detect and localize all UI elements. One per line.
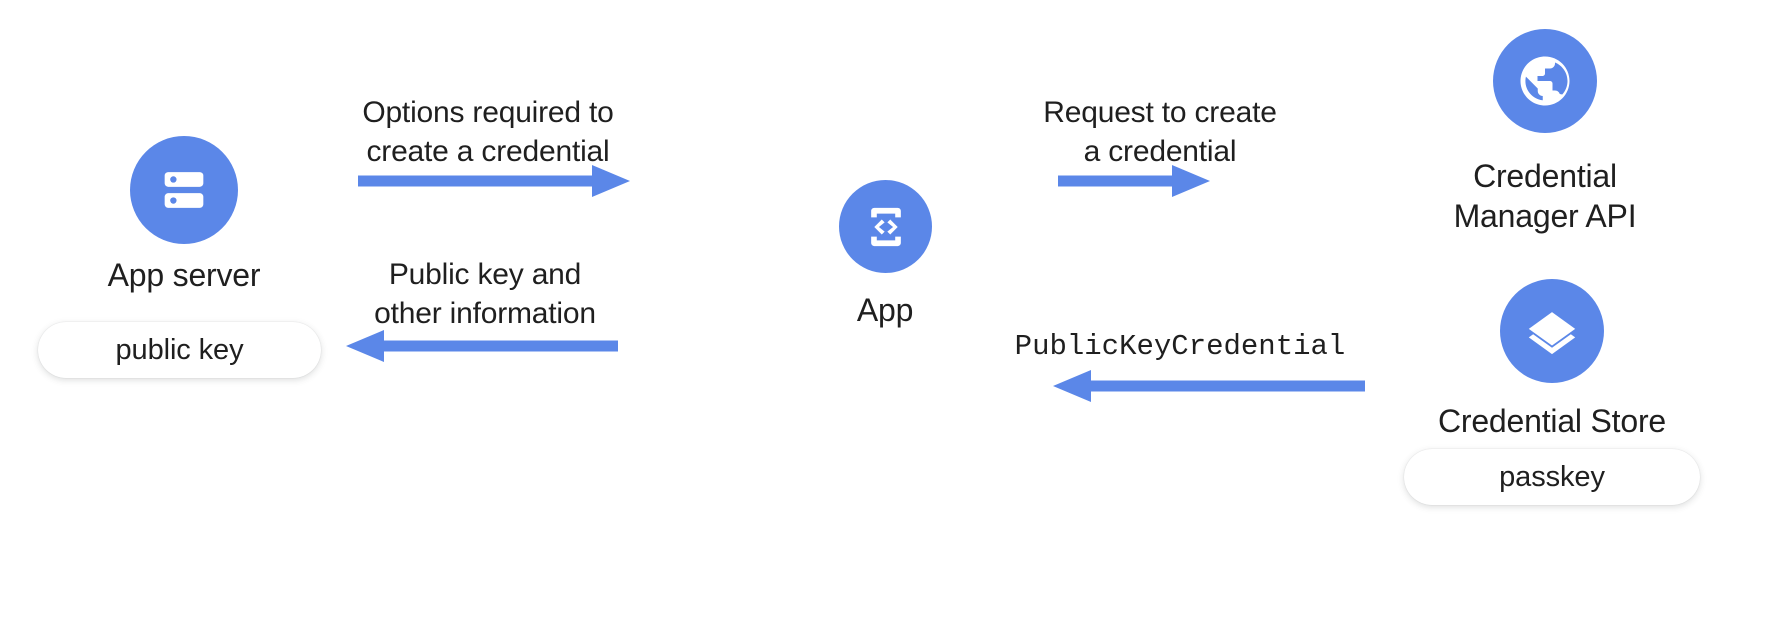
app-label: App <box>856 292 914 328</box>
credential-store-icon-badge <box>1500 279 1604 383</box>
arrow-options-required <box>358 163 630 199</box>
app-server-chip-public-key: public key <box>38 322 321 378</box>
credential-manager-api-label: Credential Manager API <box>1453 158 1637 234</box>
app-code-phone-icon <box>860 201 912 253</box>
server-icon <box>155 161 213 219</box>
chip-text: public key <box>115 333 244 366</box>
arrow-label-request-to-create: Request to create a credential <box>1043 96 1277 168</box>
arrow-request-to-create <box>1058 163 1210 199</box>
credential-store-label: Credential Store <box>1437 403 1667 439</box>
globe-icon <box>1515 51 1575 111</box>
credential-manager-api-icon-badge <box>1493 29 1597 133</box>
arrow-label-public-key-other-info: Public key and other information <box>374 258 596 330</box>
arrow-label-public-key-credential: PublicKeyCredential <box>1014 330 1346 363</box>
arrow-label-options-required: Options required to create a credential <box>362 96 614 168</box>
arrow-public-key-other-info <box>333 328 618 364</box>
chip-text: passkey <box>1499 460 1605 493</box>
layers-icon <box>1523 302 1581 360</box>
app-icon-badge <box>839 180 932 273</box>
app-server-label: App server <box>107 257 261 293</box>
credential-store-chip-passkey: passkey <box>1404 449 1700 505</box>
app-server-icon-badge <box>130 136 238 244</box>
arrow-public-key-credential <box>1040 368 1365 404</box>
